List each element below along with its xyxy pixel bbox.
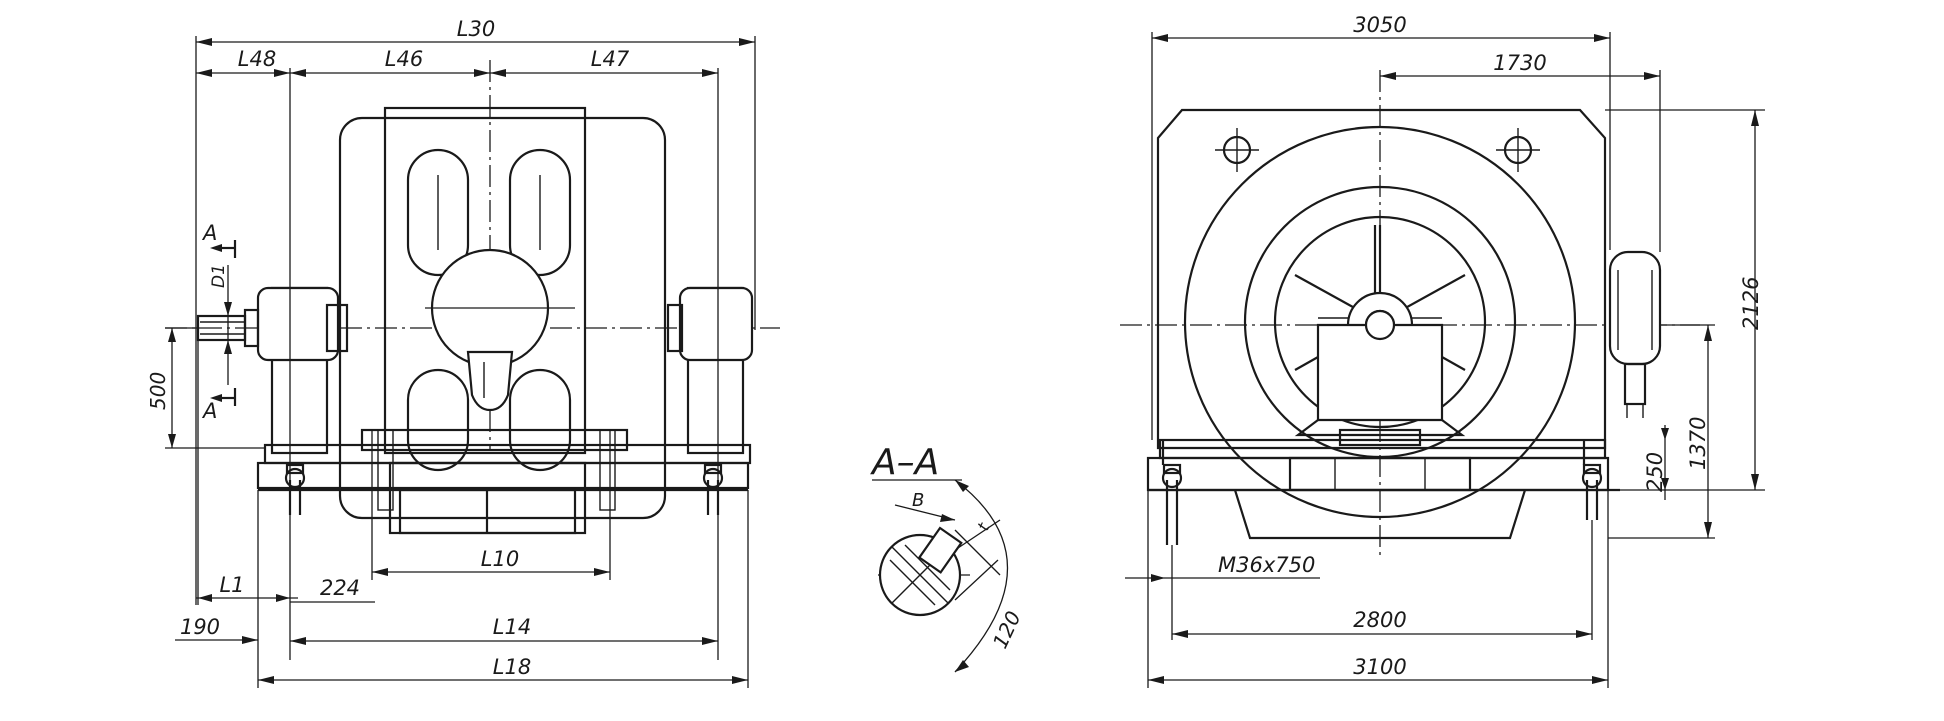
anchor-bolt: [1161, 440, 1183, 545]
dim-L46: L46: [385, 47, 423, 71]
dim-2800: 2800: [1353, 608, 1406, 632]
vent-opening: [406, 368, 470, 472]
vent-opening: [406, 148, 470, 277]
anchor-bolt: [1581, 440, 1603, 520]
lifting-hole: [1496, 128, 1540, 172]
dim-190: 190: [180, 615, 220, 639]
end-shield: [1183, 125, 1577, 519]
vent-opening: [508, 148, 572, 277]
motor-housing: [338, 116, 667, 520]
side-view: 3050 1730 2126 1370 250 M36x750: [1120, 13, 1765, 688]
section-title: A–A: [870, 442, 939, 483]
dim-120-arc: [954, 479, 1009, 673]
dim-3100: 3100: [1353, 655, 1406, 679]
dim-L1: L1: [219, 573, 244, 597]
fan-inner-ring: [1273, 215, 1487, 429]
dim-3050: 3050: [1353, 13, 1406, 37]
dim-120: 120: [988, 607, 1026, 652]
dim-1370: 1370: [1686, 417, 1710, 470]
front-view: L30 L48 L46 L47 A A D1 500: [146, 17, 780, 688]
stator-frame: [383, 106, 587, 455]
dim-L47: L47: [591, 47, 630, 71]
bolt-spec: M36x750: [1218, 553, 1315, 577]
dim-L10: L10: [481, 547, 519, 571]
dim-250: 250: [1643, 452, 1667, 492]
dim-L14: L14: [493, 615, 531, 639]
dim-L18: L18: [493, 655, 531, 679]
dim-500: 500: [146, 372, 170, 410]
lifting-hole: [1215, 128, 1259, 172]
dim-D1: D1: [209, 264, 229, 288]
dim-L48: L48: [238, 47, 276, 71]
dim-L30: L30: [457, 17, 495, 41]
shaft-key: [917, 526, 963, 574]
dim-224: 224: [320, 576, 360, 600]
bearing-support: [466, 350, 514, 412]
base-rail: [256, 461, 750, 490]
section-A-A: A–A B t 120: [870, 442, 1026, 673]
vent-opening: [508, 368, 572, 472]
base-support: [1233, 489, 1527, 540]
dim-2126: 2126: [1739, 277, 1763, 330]
base-plate: [360, 428, 629, 452]
base-rail: [1146, 456, 1610, 492]
dim-1730: 1730: [1493, 51, 1546, 75]
section-mark-A-bottom: A: [201, 399, 217, 423]
right-bearing-cap: [678, 286, 754, 362]
dim-B: B: [912, 490, 924, 511]
stator-housing: [1156, 108, 1607, 450]
section-mark-A-top: A: [201, 221, 217, 245]
